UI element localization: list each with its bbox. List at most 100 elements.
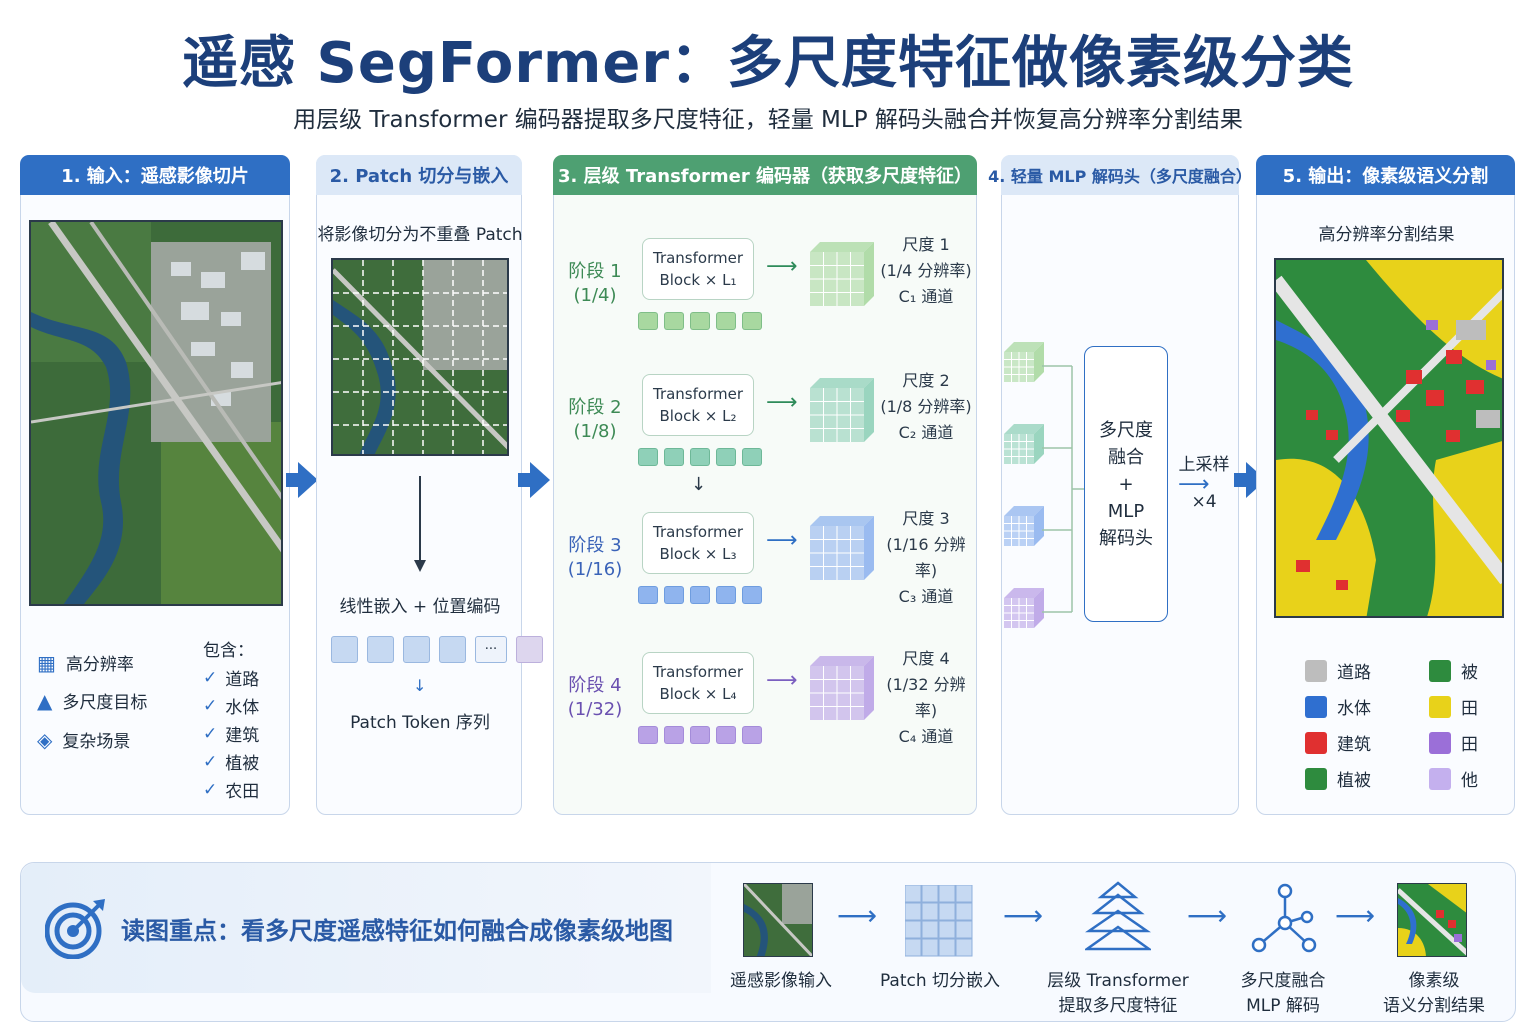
stage-token (690, 312, 710, 330)
scale-ratio: (1/16 分辨率) (886, 535, 966, 580)
upsample-label: 上采样 (1178, 455, 1230, 475)
stage-token-row (638, 586, 762, 604)
down-arrow-icon (414, 476, 426, 572)
contains-item-label: 建筑 (225, 726, 260, 746)
panel-decoder-header: 4. 轻量 MLP 解码头（多尺度融合） (988, 155, 1252, 195)
check-icon: ✓ (203, 667, 218, 688)
stage-token (690, 586, 710, 604)
patch-token (331, 636, 358, 663)
stage-arrow-icon: ⟶ (766, 668, 798, 693)
transformer-block-title: Transformer (652, 385, 743, 403)
scale-channels: C₃ 通道 (898, 587, 954, 606)
flow-step-line: 多尺度融合 (1240, 971, 1326, 991)
scale-name: 尺度 1 (902, 235, 950, 254)
stage-token-row (638, 448, 762, 466)
patch-grid-image (331, 258, 509, 456)
transformer-block-count: Block × L₄ (659, 685, 737, 703)
stage-ratio: (1/16) (567, 559, 623, 580)
legend-swatch (1429, 659, 1451, 682)
legend-label: 水体 (1337, 699, 1371, 719)
mountain-icon: ▲ (37, 688, 53, 713)
scale-label: 尺度 4 (1/32 分辨率) C₄ 通道 (876, 646, 976, 750)
satellite-image (29, 220, 283, 606)
scale-ratio: (1/32 分辨率) (886, 675, 966, 720)
stage-name: 阶段 4 (568, 675, 622, 696)
contains-item-label: 植被 (225, 754, 260, 774)
mini-segmentation-icon (1397, 883, 1467, 957)
transformer-block: Transformer Block × L₂ (642, 374, 754, 436)
flow-step-line: 遥感影像输入 (730, 971, 832, 991)
feature-row-multiscale: ▲ 多尺度目标 (37, 688, 148, 714)
flow-arrow-2-icon (518, 462, 550, 498)
stage-name: 阶段 2 (568, 397, 622, 418)
flow-step-line: 像素级 (1408, 971, 1460, 991)
fusion-network-icon (1251, 883, 1317, 953)
flow-step-label: 遥感影像输入 (721, 969, 841, 994)
fusion-line: 多尺度 (1099, 419, 1153, 441)
stage-token (716, 312, 736, 330)
stage-name: 阶段 3 (568, 535, 622, 556)
patch-token-row: ··· (331, 636, 543, 663)
stage-token (742, 586, 762, 604)
stage-token (716, 726, 736, 744)
legend-swatch (1305, 695, 1327, 718)
flow-step-arrow-icon: ⟶ (1335, 899, 1376, 932)
patch-caption-top: 将影像切分为不重叠 Patch (317, 225, 523, 245)
check-icon: ✓ (203, 723, 218, 744)
patch-grid-icon (905, 885, 973, 957)
contains-item: ✓道路 (203, 665, 259, 691)
flow-arrow-1-icon (286, 462, 318, 498)
panel-input-header: 1. 输入：遥感影像切片 (20, 155, 290, 195)
legend-swatch (1305, 767, 1327, 790)
patch-token (439, 636, 466, 663)
panel-output-header: 5. 输出：像素级语义分割 (1256, 155, 1515, 195)
stage-label: 阶段 4 (1/32) (560, 674, 630, 722)
transformer-block-count: Block × L₂ (659, 407, 737, 425)
legend-swatch (1429, 695, 1451, 718)
flow-step-line: 提取多尺度特征 (1058, 996, 1178, 1016)
mini-satellite-icon (743, 883, 813, 957)
stage-down-arrow-icon: ↓ (691, 474, 707, 495)
feature-label: 复杂场景 (62, 732, 131, 752)
key-point-highlight (21, 863, 711, 993)
patch-token-ellipsis: ··· (475, 636, 507, 663)
legend-label: 田 (1461, 699, 1478, 719)
flow-step-label: Patch 切分嵌入 (877, 969, 1003, 994)
fusion-connectors (1042, 365, 1084, 613)
scale-ratio: (1/8 分辨率) (880, 397, 972, 416)
stage-label: 阶段 1 (1/4) (560, 260, 630, 308)
scale-name: 尺度 3 (902, 509, 950, 528)
check-icon: ✓ (203, 751, 218, 772)
legend-label: 被 (1461, 663, 1478, 683)
key-point-bar: 读图重点：看多尺度遥感特征如何融合成像素级地图 ⟶ ⟶ ⟶ ⟶ 遥感影像输入 P… (20, 862, 1516, 1022)
scale-label: 尺度 3 (1/16 分辨率) C₃ 通道 (876, 506, 976, 610)
fusion-line: 融合 (1108, 446, 1144, 468)
feature-label: 多尺度目标 (62, 693, 148, 713)
scale-name: 尺度 2 (902, 371, 950, 390)
stage-token (638, 448, 658, 466)
transformer-block-count: Block × L₃ (659, 545, 737, 563)
target-icon (45, 899, 105, 959)
fusion-line: + (1118, 473, 1134, 495)
stage-name: 阶段 1 (568, 261, 622, 282)
fusion-mlp-box: 多尺度 融合 + MLP 解码头 (1084, 346, 1168, 622)
patch-caption-bottom: Patch Token 序列 (350, 713, 490, 733)
panel-patch: 2. Patch 切分与嵌入 将影像切分为不重叠 Patch 线性嵌入 + 位置… (316, 155, 543, 815)
legend-item: 水体 (1305, 694, 1371, 719)
patch-token (403, 636, 430, 663)
legend-label: 道路 (1337, 663, 1371, 683)
flow-step-arrow-icon: ⟶ (837, 899, 878, 932)
legend-swatch (1305, 731, 1327, 754)
contains-item: ✓ 植被 (203, 749, 260, 775)
feature-row-complex: ◈ 复杂场景 (37, 727, 131, 753)
stage-token (638, 726, 658, 744)
panel-input: 1. 输入：遥感影像切片 ▦ 高分辨率 ▲ 多尺度目标 ◈ 复杂场景 (20, 155, 290, 815)
contains-item: ✓农田 (203, 777, 259, 803)
upsample-factor: ×4 (1191, 492, 1217, 512)
legend-label: 他 (1461, 771, 1478, 791)
stage-token (664, 586, 684, 604)
scale-channels: C₂ 通道 (898, 423, 954, 442)
legend-label: 建筑 (1337, 735, 1371, 755)
legend-swatch (1429, 731, 1451, 754)
